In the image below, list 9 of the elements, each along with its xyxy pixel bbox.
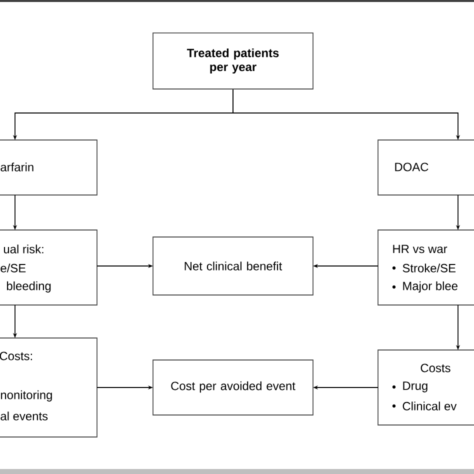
process-box: Net clinical benefit — [152, 236, 314, 296]
process-box: HR vs war Stroke/SE Major blee — [378, 230, 474, 306]
process-box: ual risk: e/SE bleeding — [0, 230, 98, 306]
process-box: Cost per avoided event — [152, 360, 314, 416]
process-box: Costs Drug Clinical ev — [378, 350, 474, 426]
process-box: Treated patients per year — [152, 32, 314, 90]
process-box: arfarin — [0, 140, 98, 196]
process-box: Costs: nonitoring al events — [0, 338, 98, 438]
process-box: DOAC — [378, 140, 474, 196]
